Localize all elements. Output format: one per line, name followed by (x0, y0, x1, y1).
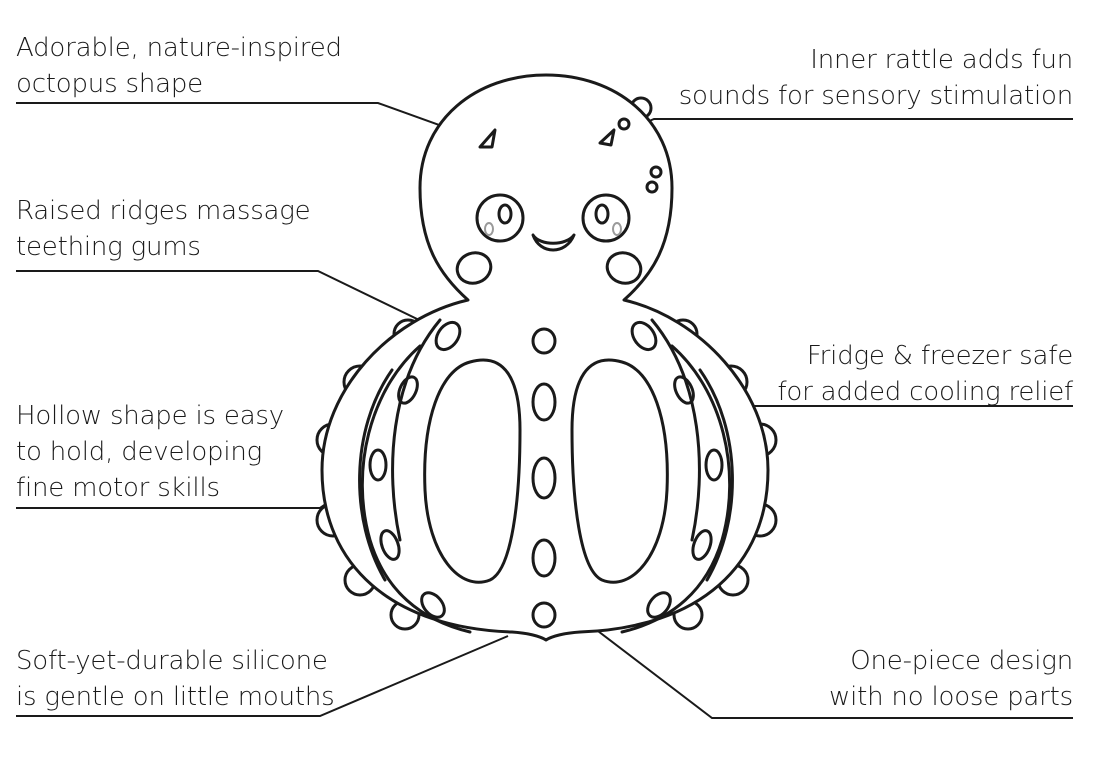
callout-line: octopus shape (16, 69, 203, 99)
octopus-face (455, 117, 663, 285)
leader-line-silicone (16, 635, 509, 717)
callout-line: fine motor skills (16, 473, 220, 503)
octopus-outline (320, 73, 770, 642)
mouth (531, 233, 576, 252)
center-spots (531, 327, 557, 629)
callout-octopus-shape: Adorable, nature-inspired octopus shape (16, 30, 342, 102)
callout-line: Adorable, nature-inspired (16, 33, 342, 63)
callout-inner-rattle: Inner rattle adds fun sounds for sensory… (679, 42, 1073, 114)
leader-line-rattle (627, 118, 1073, 131)
callout-silicone: Soft-yet-durable silicone is gentle on l… (16, 643, 335, 715)
leader-line-shape (16, 102, 493, 145)
leader-line-ridges (16, 270, 447, 334)
callout-line: Hollow shape is easy (16, 401, 284, 431)
eyebrow-left (478, 128, 497, 149)
callout-raised-ridges: Raised ridges massage teething gums (16, 193, 311, 265)
callout-line: sounds for sensory stimulation (678, 81, 1073, 111)
callout-line: teething gums (16, 232, 201, 262)
callout-line: Fridge & freezer safe (806, 341, 1073, 371)
callout-fridge-safe: Fridge & freezer safe for added cooling … (777, 338, 1073, 410)
callout-hollow-shape: Hollow shape is easy to hold, developing… (16, 398, 284, 506)
callout-line: for added cooling relief (777, 377, 1073, 407)
callout-line: Inner rattle adds fun (810, 45, 1073, 75)
eye-left (475, 193, 525, 243)
tentacle-spots (368, 320, 724, 619)
cheek-left (455, 251, 493, 285)
eyebrow-right (598, 128, 616, 147)
callout-one-piece: One-piece design with no loose parts (829, 643, 1073, 715)
octopus-body (315, 73, 778, 642)
callout-line: is gentle on little mouths (16, 682, 335, 712)
callout-line: Soft-yet-durable silicone (16, 646, 328, 676)
callout-line: to hold, developing (16, 437, 263, 467)
callout-line: Raised ridges massage (16, 196, 311, 226)
callout-line: with no loose parts (829, 682, 1073, 712)
cheek-right (605, 251, 643, 285)
hollow-opening-right (570, 358, 669, 584)
hollow-opening-left (423, 358, 522, 584)
eye-right (581, 193, 631, 243)
callout-line: One-piece design (850, 646, 1073, 676)
leader-line-onepiece (593, 627, 1073, 719)
